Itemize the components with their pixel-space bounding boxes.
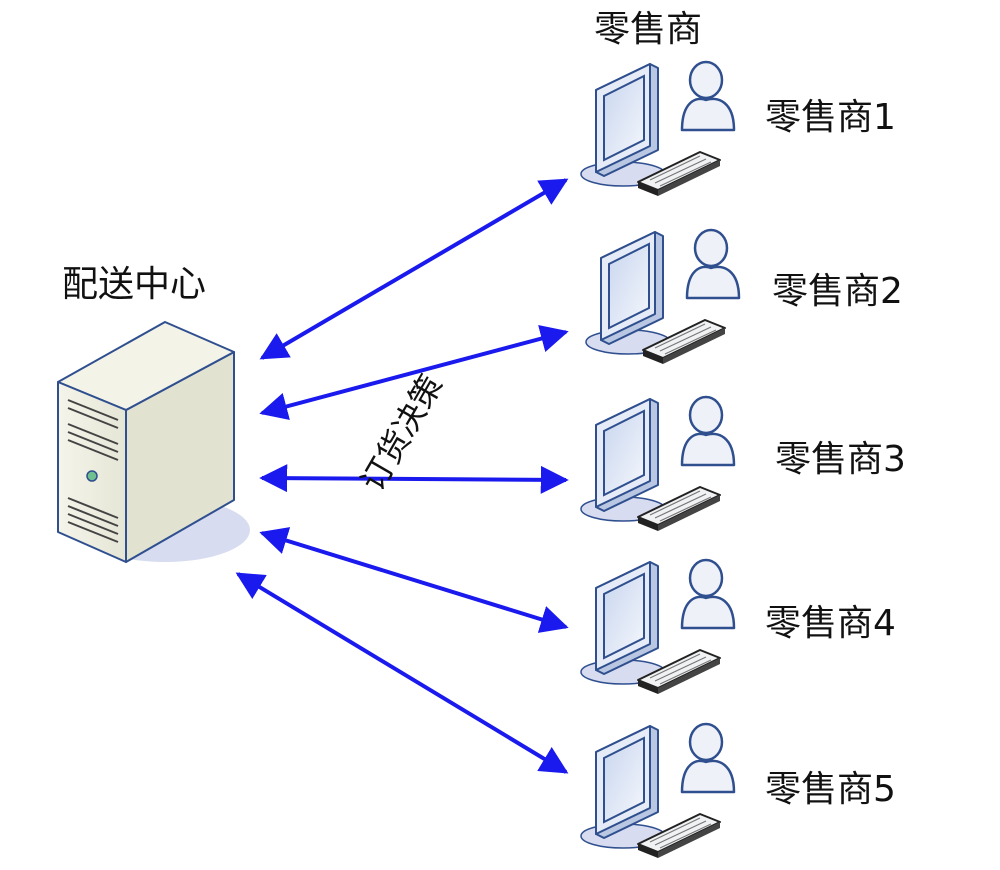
arrow-center-retailer5 xyxy=(235,572,569,774)
workstation-user-icon xyxy=(579,60,736,198)
arrow-center-retailer1 xyxy=(259,178,569,360)
retailer-label-2: 零售商2 xyxy=(772,271,903,312)
retailers-heading: 零售商 xyxy=(594,9,703,50)
arrow-center-retailer2 xyxy=(259,324,569,421)
retailer-label-4: 零售商4 xyxy=(765,603,896,644)
retailer-label-1: 零售商1 xyxy=(765,97,896,138)
workstation-user-icon xyxy=(579,722,736,860)
connection-arrows xyxy=(235,178,569,774)
arrow-center-retailer3 xyxy=(259,464,569,494)
workstation-user-icon xyxy=(579,395,736,533)
server-tower-icon xyxy=(57,321,250,563)
workstation-user-icon xyxy=(584,228,741,366)
distribution-center-label: 配送中心 xyxy=(62,264,207,305)
workstation-user-icon xyxy=(579,558,736,696)
retailer-label-3: 零售商3 xyxy=(775,439,906,480)
arrow-center-retailer4 xyxy=(259,527,569,633)
retailer-label-5: 零售商5 xyxy=(765,769,896,810)
